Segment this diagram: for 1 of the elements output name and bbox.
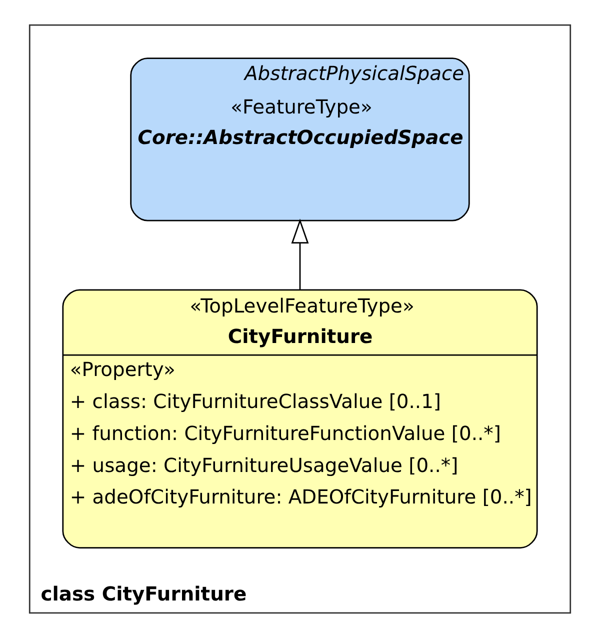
arrow	[291, 218, 309, 290]
